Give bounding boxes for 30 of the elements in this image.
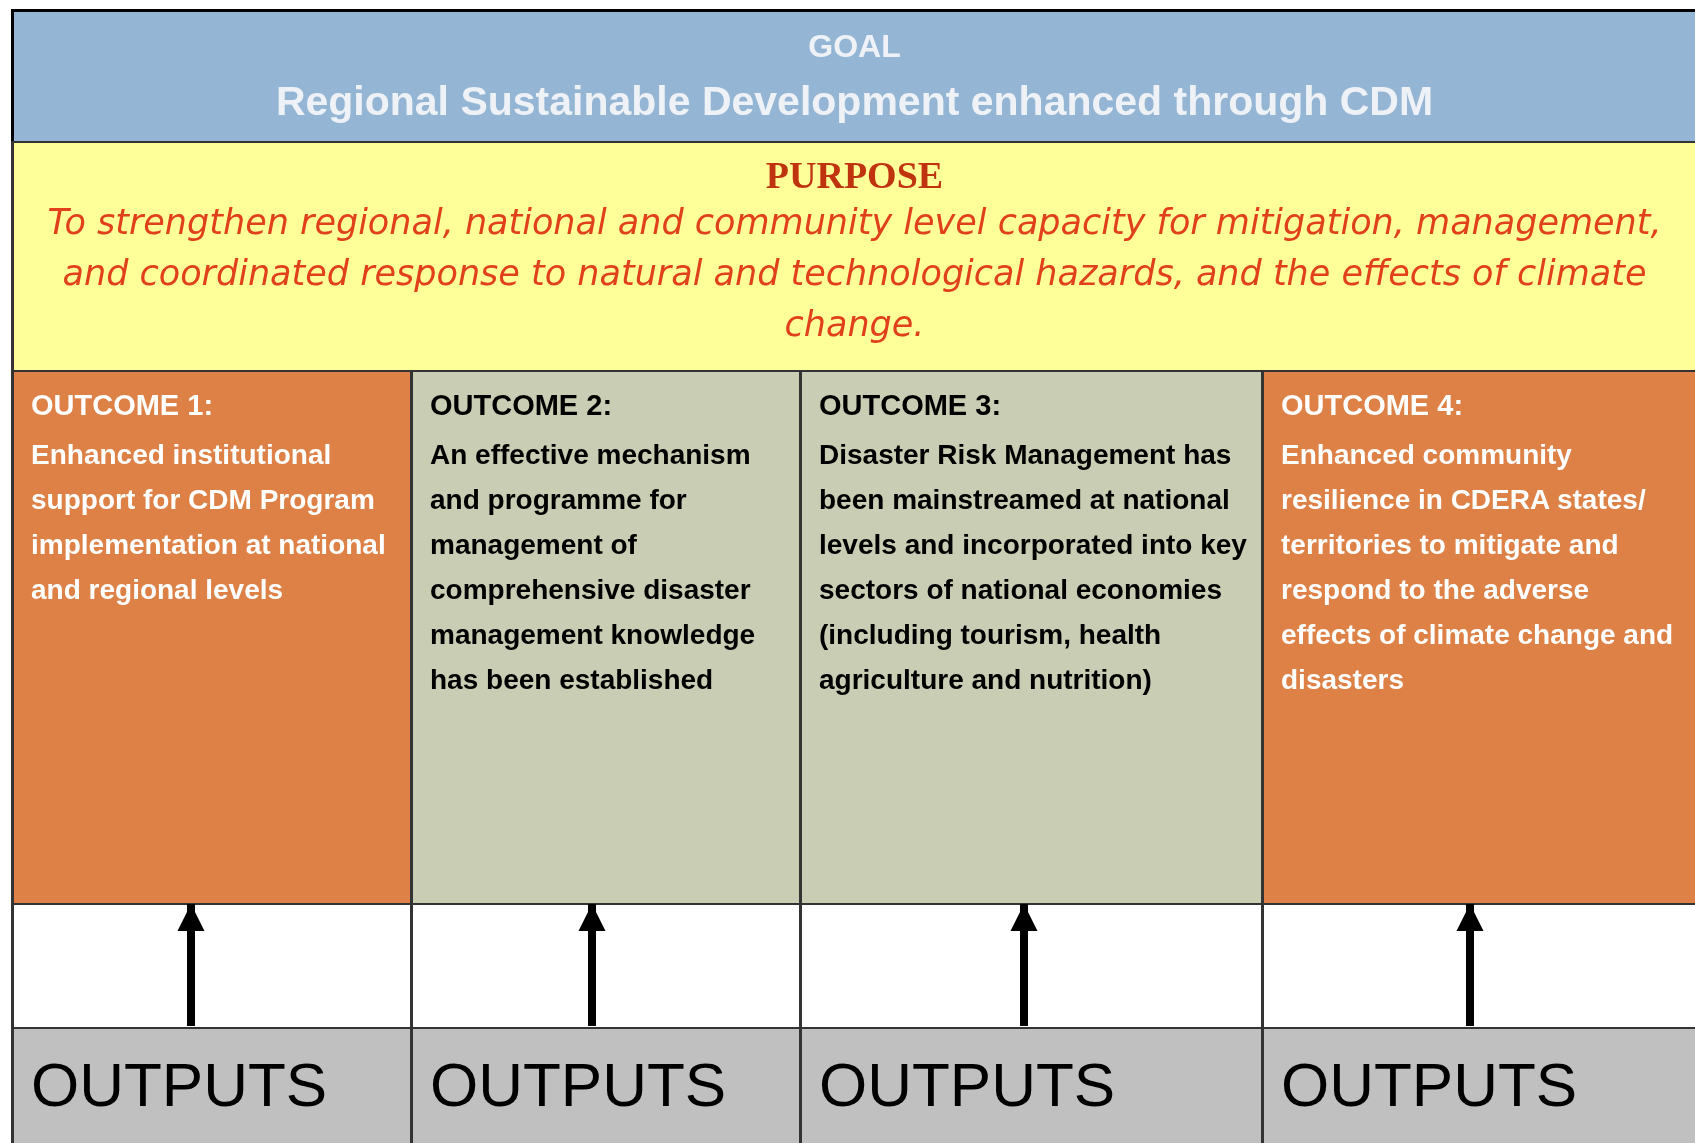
outcome-box [11,370,412,903]
purpose-statement: To strengthen regional, national and community level capacity for mitigation, management, and coordinated response to natural and technological hazards, and the effects of climate change. [46,201,1663,346]
outcome-description: Disaster Risk Management has been mainstreamed at national levels and incorporated into key sectors of national economies (including tourism, health agriculture and nutrition) [819,438,1248,697]
outcome-heading: OUTCOME 2: [430,388,614,423]
arrow [578,904,606,1026]
outcome-box [410,370,801,903]
outputs-box [11,1027,412,1143]
arrow [1010,904,1038,1026]
outcome-heading: OUTCOME 1: [31,388,215,423]
outcome-heading: OUTCOME 3: [819,388,1003,423]
outputs-box [799,1027,1263,1143]
outputs-label: OUTPUTS [430,1049,728,1121]
outputs-box [410,1027,801,1143]
outcome-heading: OUTCOME 4: [1281,388,1465,423]
goal-title: Regional Sustainable Development enhanced through CDM [275,77,1434,126]
outputs-label: OUTPUTS [31,1049,329,1121]
outputs-label: OUTPUTS [1281,1049,1579,1121]
goal-heading: GOAL [808,27,901,66]
outputs-box [1261,1027,1695,1143]
outcome-box [1261,370,1695,903]
outcome-description: Enhanced institutional support for CDM Program implementation at national and regional levels [31,438,387,607]
purpose-band [11,141,1695,370]
purpose-heading: PURPOSE [765,153,944,197]
arrow [177,904,205,1026]
outputs-label: OUTPUTS [819,1049,1117,1121]
outcome-box [799,370,1263,903]
arrow [1456,904,1484,1026]
goal-band [11,9,1695,141]
outcome-description: An effective mechanism and programme for management of comprehensive disaster management knowledge has been established [430,438,757,697]
outcome-description: Enhanced community resilience in CDERA states/ territories to mitigate and respond to the adverse effects of climate change and disasters [1281,438,1675,697]
